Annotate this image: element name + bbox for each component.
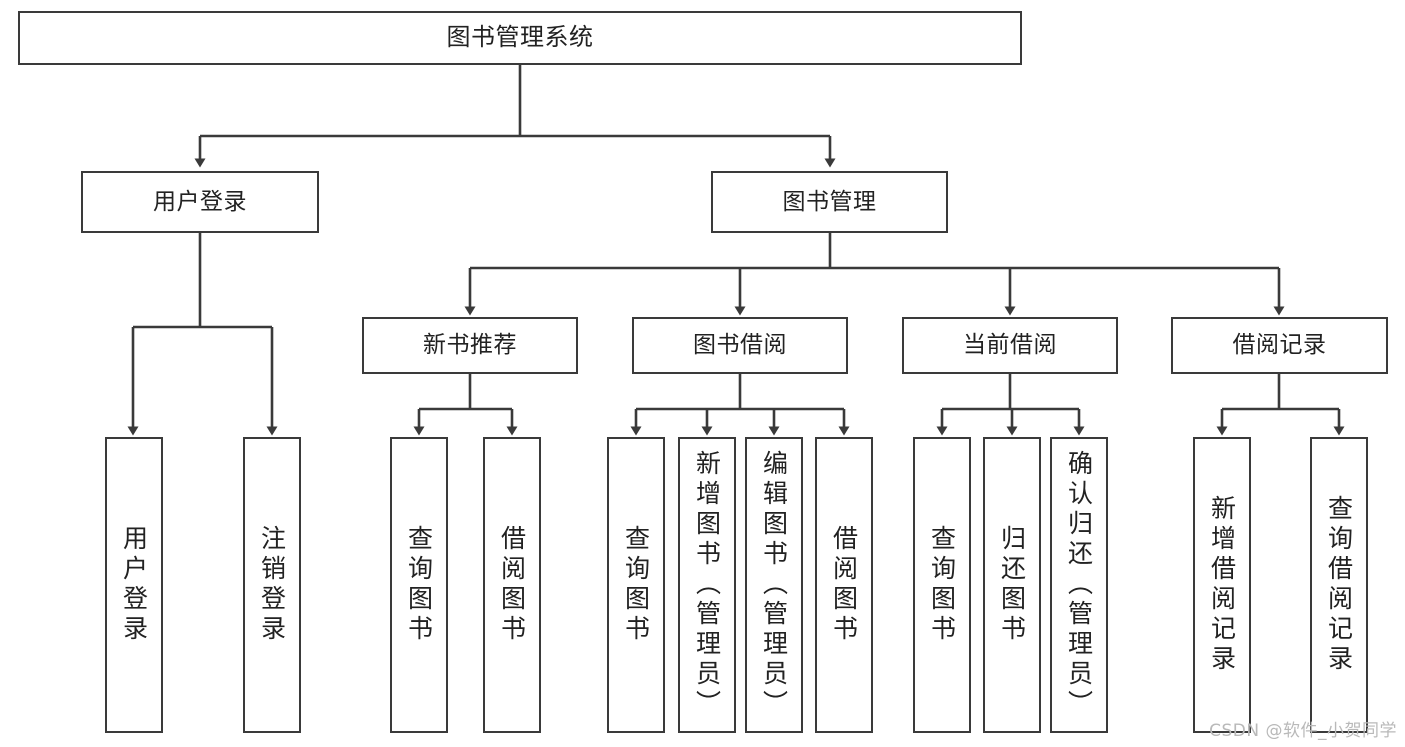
node-leaf-logout-label: 注销登录 [257,525,287,645]
node-leaf-user-login-label: 用户登录 [119,525,149,645]
node-leaf-add-book[interactable]: 新增图书（管理员） [678,437,736,733]
node-leaf-confirm-return[interactable]: 确认归还（管理员） [1050,437,1108,733]
node-root[interactable]: 图书管理系统 [18,11,1022,65]
csdn-watermark: CSDN @软件_小贺同学 [1209,721,1397,741]
node-leaf-query-book-bor[interactable]: 查询图书 [607,437,665,733]
node-user-login-label: 用户登录 [153,188,247,215]
node-leaf-query-book-rec[interactable]: 查询图书 [390,437,448,733]
node-leaf-query-book-cur-label: 查询图书 [927,525,957,645]
node-leaf-return-book[interactable]: 归还图书 [983,437,1041,733]
node-current-borrow[interactable]: 当前借阅 [902,317,1118,374]
node-leaf-borrow-book-bor-label: 借阅图书 [829,525,859,645]
node-leaf-user-login[interactable]: 用户登录 [105,437,163,733]
node-book-manage[interactable]: 图书管理 [711,171,948,233]
node-leaf-borrow-book-rec-label: 借阅图书 [497,525,527,645]
node-root-label: 图书管理系统 [446,23,594,52]
node-leaf-edit-book[interactable]: 编辑图书（管理员） [745,437,803,733]
node-leaf-query-record-label: 查询借阅记录 [1324,495,1354,675]
node-leaf-query-book-bor-label: 查询图书 [621,525,651,645]
node-leaf-add-record[interactable]: 新增借阅记录 [1193,437,1251,733]
node-book-borrow[interactable]: 图书借阅 [632,317,848,374]
node-leaf-query-book-rec-label: 查询图书 [404,525,434,645]
node-leaf-logout[interactable]: 注销登录 [243,437,301,733]
node-borrow-record[interactable]: 借阅记录 [1171,317,1388,374]
node-leaf-edit-book-label: 编辑图书（管理员） [759,450,789,720]
node-leaf-return-book-label: 归还图书 [997,525,1027,645]
node-leaf-confirm-return-label: 确认归还（管理员） [1064,450,1094,720]
node-leaf-query-book-cur[interactable]: 查询图书 [913,437,971,733]
node-new-book-rec-label: 新书推荐 [423,332,517,359]
node-book-manage-label: 图书管理 [782,188,877,215]
node-current-borrow-label: 当前借阅 [963,332,1057,359]
node-leaf-add-book-label: 新增图书（管理员） [692,450,722,720]
node-new-book-rec[interactable]: 新书推荐 [362,317,578,374]
node-leaf-query-record[interactable]: 查询借阅记录 [1310,437,1368,733]
node-leaf-borrow-book-bor[interactable]: 借阅图书 [815,437,873,733]
node-borrow-record-label: 借阅记录 [1232,332,1327,359]
node-leaf-borrow-book-rec[interactable]: 借阅图书 [483,437,541,733]
node-user-login[interactable]: 用户登录 [81,171,319,233]
node-leaf-add-record-label: 新增借阅记录 [1207,495,1237,675]
node-book-borrow-label: 图书借阅 [693,332,787,359]
